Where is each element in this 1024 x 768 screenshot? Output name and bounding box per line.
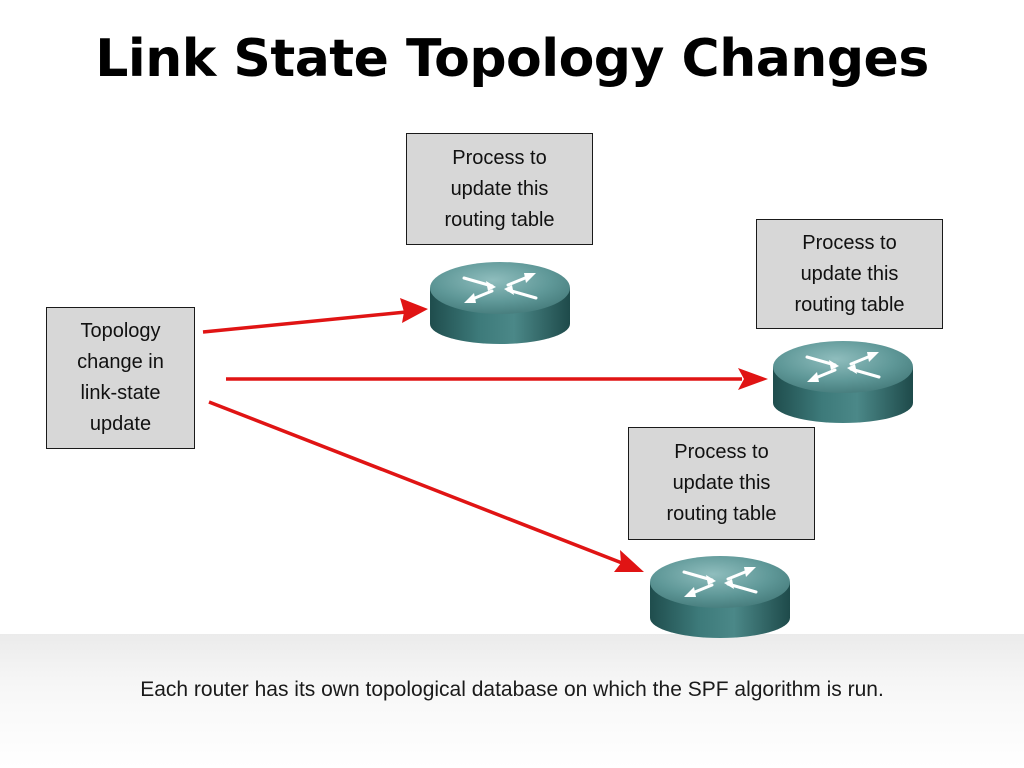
router-3-label: Process to update this routing table bbox=[628, 427, 815, 540]
router-1-label: Process to update this routing table bbox=[406, 133, 593, 245]
topology-change-box: Topology change in link-state update bbox=[46, 307, 195, 449]
router-icon bbox=[771, 339, 915, 425]
slide-title: Link State Topology Changes bbox=[95, 29, 929, 89]
arrow-to-router-2 bbox=[226, 368, 768, 390]
router-icon bbox=[648, 554, 792, 640]
arrow-to-router-3 bbox=[208, 400, 644, 572]
router-2 bbox=[771, 339, 915, 425]
caption: Each router has its own topological data… bbox=[140, 678, 884, 701]
footer-band bbox=[0, 634, 1024, 768]
router-2-label: Process to update this routing table bbox=[756, 219, 943, 329]
router-3 bbox=[648, 554, 792, 640]
arrow-to-router-1 bbox=[202, 298, 428, 334]
router-1 bbox=[428, 260, 572, 346]
router-icon bbox=[428, 260, 572, 346]
